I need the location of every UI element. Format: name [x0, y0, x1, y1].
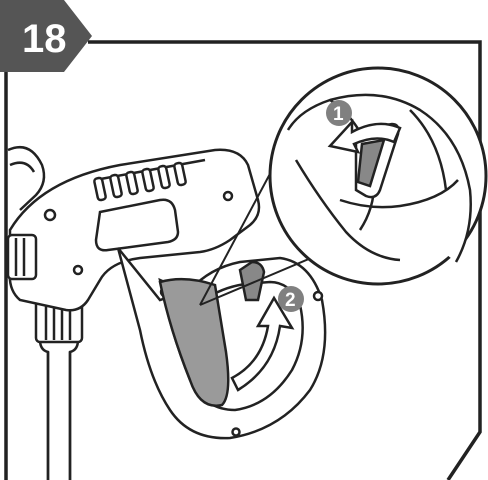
callout-2-number: 2 — [285, 290, 296, 311]
hose — [36, 296, 82, 480]
callout-1: 1 — [326, 100, 352, 126]
step-badge: 18 — [0, 0, 92, 72]
handle-loop — [118, 248, 325, 438]
detail-magnifier: 1 — [270, 68, 486, 284]
callout-2: 2 — [278, 286, 304, 312]
callout-1-number: 1 — [333, 104, 344, 125]
step-number: 18 — [22, 17, 67, 61]
